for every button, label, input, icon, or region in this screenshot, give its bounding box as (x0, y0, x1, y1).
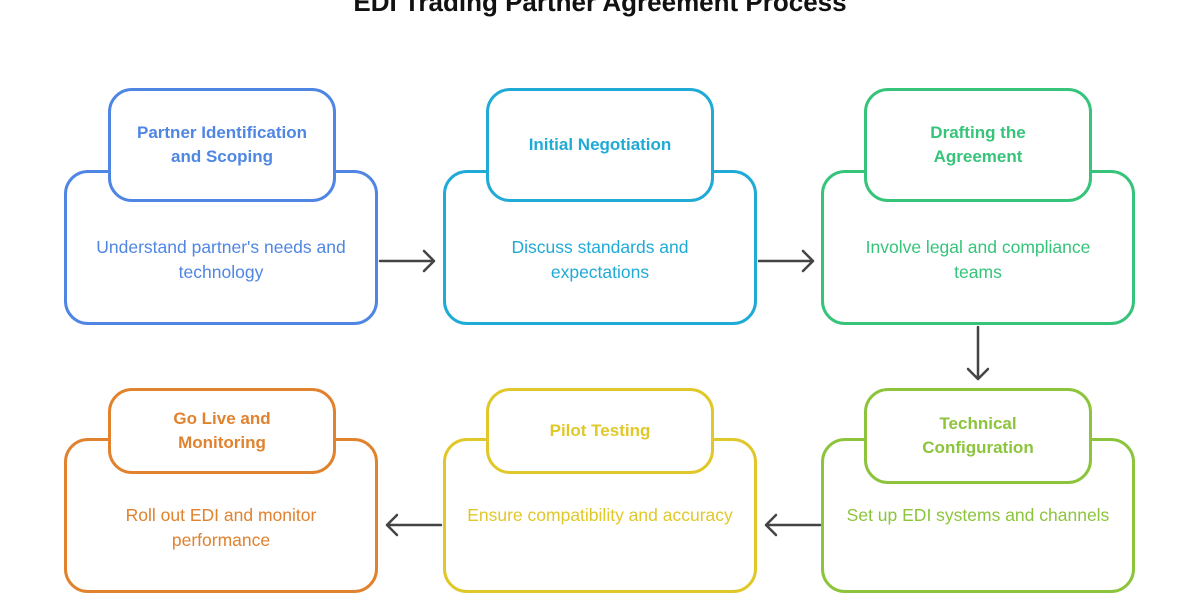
step-description: Roll out EDI and monitor performance (125, 505, 317, 550)
step-heading-technical-configuration: Technical Configuration (864, 388, 1092, 484)
step-heading-drafting-agreement: Drafting the Agreement (864, 88, 1092, 202)
step-description: Ensure compatibility and accuracy (467, 505, 733, 525)
diagram-title: EDI Trading Partner Agreement Process (353, 0, 847, 17)
arrow-down-icon (966, 325, 990, 381)
arrow-left-icon (385, 513, 443, 537)
arrow-left-icon (764, 513, 822, 537)
step-description: Discuss standards and expectations (511, 237, 689, 282)
step-heading-partner-identification: Partner Identification and Scoping (108, 88, 336, 202)
step-heading-pilot-testing: Pilot Testing (486, 388, 714, 474)
step-heading-initial-negotiation: Initial Negotiation (486, 88, 714, 202)
arrow-right-icon (757, 249, 815, 273)
step-description: Involve legal and compliance teams (865, 237, 1091, 282)
step-description: Understand partner's needs and technolog… (96, 237, 346, 282)
step-heading-go-live-monitoring: Go Live and Monitoring (108, 388, 336, 474)
step-description: Set up EDI systems and channels (846, 505, 1110, 525)
arrow-right-icon (378, 249, 436, 273)
